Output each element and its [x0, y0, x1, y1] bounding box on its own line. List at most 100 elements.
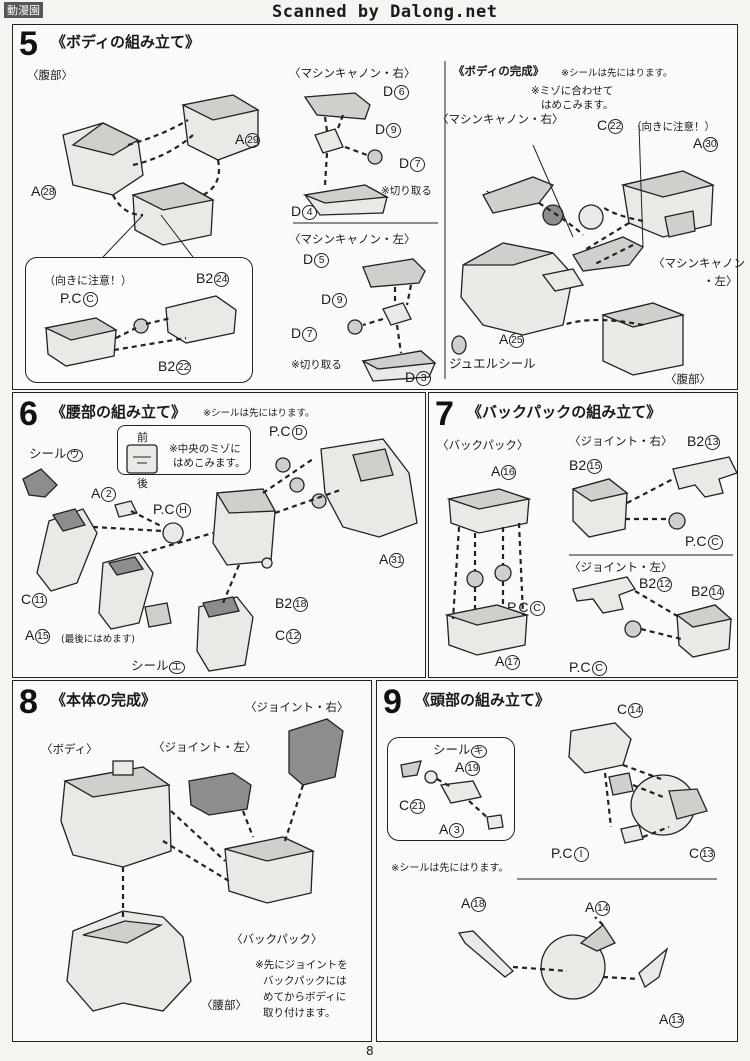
- joint-note-1: ※先にジョイントを: [255, 959, 348, 971]
- cannon-right-label-2: 〈マシンキャノン・右〉: [437, 112, 564, 126]
- waist-label-2: 〈腹部〉: [665, 372, 711, 386]
- seal-note: ※シールは先にはります。: [561, 68, 673, 79]
- seal-ki-label: シールキ: [433, 739, 487, 758]
- step-number: 8: [19, 683, 38, 721]
- waist-parts-illustration: [62, 94, 260, 246]
- step-number: 9: [383, 683, 402, 721]
- divider-line: [569, 554, 733, 556]
- body-label: 〈ボディ〉: [41, 742, 98, 756]
- jewel-seal-label: ジュエルシール: [449, 356, 536, 371]
- step-title: 《本体の完成》: [51, 691, 157, 709]
- cannon-right-illustration: [302, 92, 390, 216]
- inset-pointer: [102, 214, 194, 258]
- step-number: 6: [19, 395, 38, 433]
- c22-note: （向きに注意！）: [631, 121, 715, 133]
- step-number: 7: [435, 395, 454, 433]
- seal-u-label: シールウ: [29, 443, 83, 462]
- joint-left-label: 〈ジョイント・左〉: [569, 560, 673, 574]
- backpack-label: 〈バックパック〉: [231, 932, 323, 946]
- step-title: 《バックパックの組み立て》: [467, 403, 662, 421]
- groove-part-illustration: [126, 444, 158, 474]
- cut-note: ※切り取る: [381, 185, 432, 197]
- step6-panel: 6 《腰部の組み立て》 ※シールは先にはります。 シールウ 前 後 ※中央のミゾ…: [12, 392, 426, 678]
- a15-note: (最後にはめます): [61, 634, 135, 645]
- cannon-left-label-2: 〈マシンキャノン: [653, 256, 745, 270]
- groove-note-2: はめこみます。: [173, 457, 246, 469]
- step-title: 《ボディの組み立て》: [51, 33, 200, 51]
- backpack-label: 〈バックパック〉: [437, 438, 529, 452]
- groove-note-1: ※ミゾに合わせて: [531, 85, 614, 97]
- seal-note: ※シールは先にはります。: [203, 408, 315, 419]
- back-label: 後: [137, 477, 148, 490]
- joint-note-2: バックパックには: [263, 975, 347, 987]
- joint-note-3: めてからボディに: [263, 991, 347, 1003]
- watermark: Scanned by Dalong.net: [272, 2, 498, 22]
- seal-e-label: シールエ: [131, 655, 185, 674]
- body-complete-illustration: [451, 124, 715, 376]
- backpack-illustration: [444, 488, 532, 656]
- orientation-note: （向きに注意！）: [44, 274, 132, 287]
- cannon-right-label: 〈マシンキャノン・右〉: [289, 66, 416, 80]
- step-title: 《腰部の組み立て》: [51, 403, 187, 421]
- groove-note-1: ※中央のミゾに: [169, 443, 241, 455]
- b2-parts-illustration: [43, 295, 237, 367]
- cannon-left-label: 〈マシンキャノン・左〉: [289, 232, 416, 246]
- joint-left-label: 〈ジョイント・左〉: [153, 740, 257, 754]
- main-body-illustration: [60, 718, 344, 1012]
- joint-right-label: 〈ジョイント・右〉: [569, 434, 673, 448]
- step8-panel: 8 《本体の完成》 〈ジョイント・右〉 〈ジョイント・左〉 〈ボディ〉 〈バック…: [12, 680, 372, 1042]
- joint-note-4: 取り付けます。: [263, 1007, 336, 1019]
- joint-right-label: 〈ジョイント・右〉: [245, 700, 349, 714]
- seal-note: ※シールは先にはります。: [391, 863, 509, 874]
- joints-illustration: [571, 456, 738, 658]
- cannon-left-label-3: ・左〉: [703, 274, 738, 288]
- groove-note-2: はめこみます。: [541, 99, 614, 111]
- divider-line: [293, 222, 438, 224]
- vertical-divider: [444, 61, 446, 379]
- waist-label: 〈腹部〉: [27, 68, 73, 82]
- page-number: 8: [366, 1044, 374, 1058]
- front-label: 前: [137, 431, 148, 444]
- corner-logo: 動漫園: [4, 2, 43, 18]
